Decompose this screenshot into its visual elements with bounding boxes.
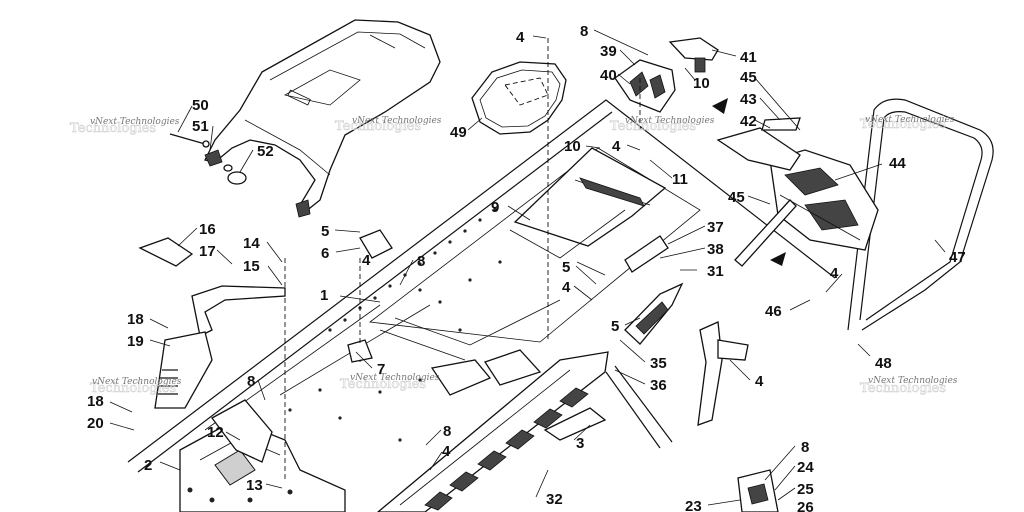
callout: 4 [362,252,371,269]
callout: 8 [580,23,588,40]
watermark: vNext Technologies [865,115,955,125]
callout: 5 [562,259,570,276]
watermark: vNext Technologies [92,377,182,387]
grab-bar-part [847,98,994,331]
callout: 45 [728,189,745,206]
watermark: vNext Technologies [352,116,442,126]
callout: 23 [685,498,702,512]
callout: 41 [740,49,757,66]
callout: 18 [127,311,144,328]
callout: 18 [87,393,104,410]
watermark-ghost: Technologies [335,119,421,134]
callout: 8 [417,253,425,270]
callout: 5 [321,223,329,240]
callout: 51 [192,118,209,135]
clip-6-part [359,229,393,259]
callout: 8 [801,439,809,456]
watermark-ghost: Technologies [70,121,156,136]
watermark: vNext Technologies [90,117,180,127]
callout: 40 [600,67,617,84]
callout: 25 [797,481,814,498]
callout: 39 [600,43,617,60]
callout: 4 [830,265,839,282]
callout: 4 [612,138,621,155]
bumper-7-part [347,339,373,363]
callout: 46 [765,303,782,320]
bolt-50-part [169,133,210,148]
callout: 52 [257,143,274,160]
callout: 32 [546,491,563,508]
callout: 42 [740,113,757,130]
watermark-ghost: Technologies [860,381,946,396]
washer-52-part [223,164,247,185]
callout: 10 [564,138,581,155]
callout: 8 [247,373,255,390]
callout: 4 [442,443,451,460]
callout: 19 [127,333,144,350]
footrest-part [138,237,286,409]
callout: 26 [797,499,814,512]
bracket-35-part [624,282,684,345]
heat-exchanger-part [376,351,609,512]
callout: 50 [192,97,209,114]
mount-part-lower-right [737,469,779,512]
callout: 14 [243,235,260,252]
watermark: vNext Technologies [868,376,958,386]
callout: 44 [889,155,906,172]
callout: 8 [443,423,451,440]
storage-bag-part [471,61,567,135]
tunnel-frame-part [127,99,836,473]
cover-37-part [624,235,669,273]
bracket-39-part [614,37,719,113]
callout: 48 [875,355,892,372]
arrow-marker [712,98,728,114]
watermark: vNext Technologies [350,373,440,383]
callout: 49 [450,124,467,141]
guard-3-part [543,407,607,441]
watermark-ghost: Technologies [860,117,946,132]
light-housing-42-part [716,117,801,171]
rail-45-part [734,199,797,267]
callout: 24 [797,459,814,476]
hinge-4-part [697,321,749,426]
callout: 13 [246,477,263,494]
callout: 45 [740,69,757,86]
watermark: vNext Technologies [625,116,715,126]
callout: 12 [207,424,224,441]
snowflap-44-part [769,149,879,251]
callout: 9 [491,199,499,216]
callout: 10 [693,75,710,92]
callout: 2 [144,457,152,474]
callout: 31 [707,263,724,280]
tube-part [605,365,673,449]
callout: 16 [199,221,216,238]
callout: 6 [321,245,329,262]
callout: 37 [707,219,724,236]
callout: 4 [755,373,764,390]
bracket-12-part [211,399,273,463]
rear-bumper-center-part [430,349,542,396]
watermark-ghost: Technologies [90,381,176,396]
callout: 11 [672,171,688,188]
callout: 4 [562,279,571,296]
callout: 47 [949,249,966,266]
callout: 43 [740,91,757,108]
callout: 5 [611,318,619,335]
callout: 4 [516,29,525,46]
callout: 17 [199,243,216,260]
callout: 35 [650,355,667,372]
callout: 38 [707,241,724,258]
watermark-ghost: Technologies [340,377,426,392]
watermark-ghost: Technologies [610,119,696,134]
leader-lines [109,29,946,506]
callout: 1 [320,287,328,304]
callout: 36 [650,377,667,394]
callout: 20 [87,415,104,432]
callout: 15 [243,258,260,275]
callout: 7 [377,361,385,378]
callout: 3 [576,435,584,452]
seat-part [204,19,441,218]
arrow-marker [770,252,786,266]
